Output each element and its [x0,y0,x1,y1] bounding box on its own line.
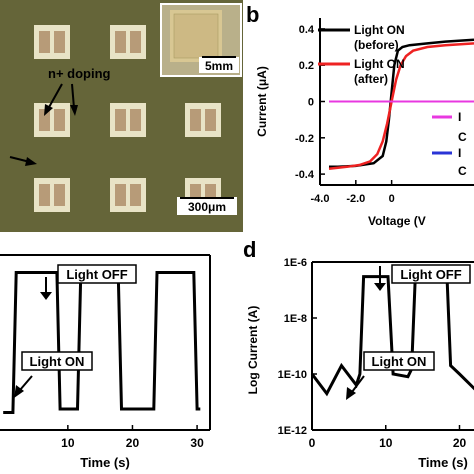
y-axis-label: Current (μA) [255,66,269,137]
pad-window [54,184,65,206]
doping-arrow-left [47,83,63,110]
y-tick-label: 1E-8 [284,313,307,325]
y-tick-label: 1E-10 [278,369,307,381]
panel-d-letter: d [243,237,256,262]
contact-pad [185,103,221,137]
x-axis-label: Voltage (V [368,214,426,228]
doping-arrowhead-left [44,104,53,116]
light-off-arrowhead [374,283,386,291]
light-off-arrowhead [40,292,52,300]
y-tick-label: -0.2 [295,133,314,145]
pad-window [130,109,141,131]
panel-a: 5mm n+ doping 300μm [0,0,243,232]
pad-window [190,184,201,206]
light-off-box [57,264,137,284]
pad-window [39,184,50,206]
y-tick-label: 1E-12 [278,425,307,437]
x-axis-label: Time (s) [418,455,468,470]
light-on-label: Light ON [372,354,427,369]
x-tick-label: 30 [190,436,204,450]
x-tick-label: 0 [309,436,316,450]
light-off-label: Light OFF [66,267,127,282]
pad-window [39,109,50,131]
legend-entry: (after) [354,72,388,86]
doping-arrow-right [71,83,75,109]
contact-pad [110,103,146,137]
x-tick-label: -4.0 [311,193,330,205]
legend-entry: C [458,130,467,144]
y-tick-label: 1E-6 [284,257,307,269]
light-on-label: Light ON [30,354,85,369]
pad-window [130,184,141,206]
x-tick-label: 10 [61,436,75,450]
pad-window [115,184,126,206]
y-tick-label: 0.2 [299,60,314,72]
legend-entry: (before) [354,38,399,52]
pad-window [54,31,65,53]
light-on-box [21,351,93,371]
y-tick-label: 0.4 [299,24,315,36]
pointer-arrowhead [25,157,37,166]
contact-pad [110,178,146,212]
pad-window [115,31,126,53]
x-tick-label: -2.0 [346,193,365,205]
legend-entry: I [458,110,461,124]
series-line [310,275,474,397]
inset-photo: 5mm [160,3,242,77]
contact-pad [110,25,146,59]
pad-window [115,109,126,131]
light-on-box [363,351,435,371]
series-line [3,271,201,414]
x-axis-label: Time (s) [80,455,130,470]
pad-window [205,184,216,206]
pad-window [205,109,216,131]
light-on-arrowhead [346,387,356,400]
pad-window [130,31,141,53]
light-on-arrow [351,375,365,393]
pad-window [39,31,50,53]
y-tick-label: -0.4 [295,169,315,181]
contact-pad [34,178,70,212]
light-on-arrowhead [14,385,24,398]
light-off-box [391,264,471,284]
y-axis-label: Log Current (A) [246,306,260,395]
doping-label: n+ doping [48,66,111,81]
legend-entry: C [458,164,467,178]
x-tick-label: 20 [126,436,140,450]
pad-window [190,109,201,131]
x-tick-label: 10 [379,436,393,450]
x-tick-label: 20 [453,436,467,450]
light-off-label: Light OFF [400,267,461,282]
light-on-arrow [19,375,33,391]
y-tick-label: 0 [308,97,314,109]
panel-b-letter: b [246,2,259,27]
legend-entry: I [458,146,461,160]
doping-arrowhead-right [70,105,78,116]
inset-scale-label: 5mm [205,59,233,73]
contact-pad-array [34,25,221,212]
x-tick-label: 0 [389,193,395,205]
legend-entry: Light ON [354,57,405,71]
legend-entry: Light ON [354,23,405,37]
contact-pad [34,25,70,59]
scale-bar-label: 300μm [188,200,226,214]
pad-window [54,109,65,131]
